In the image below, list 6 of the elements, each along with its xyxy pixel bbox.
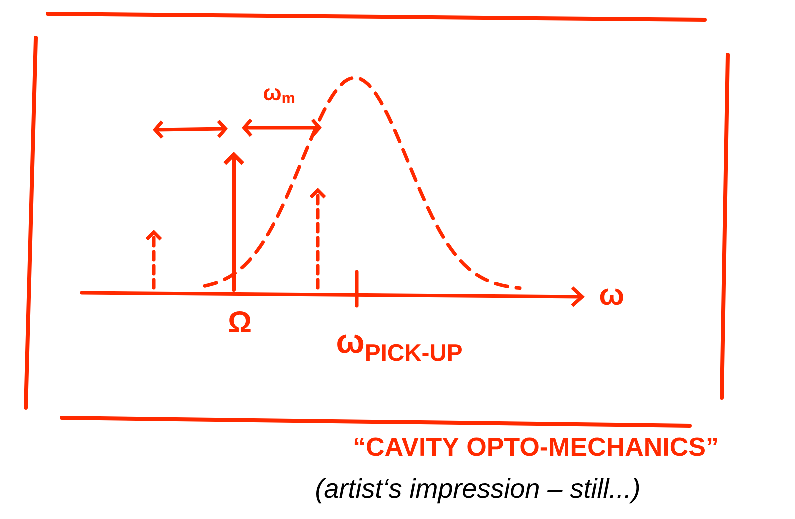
axis-label: Ω [229, 312, 251, 332]
axis-label: ω [600, 288, 624, 306]
width-label: ω$_{m}$ [264, 88, 295, 104]
axis-label: ω$_{PICK-UP}$ [338, 334, 462, 362]
title-text: “CAVITY OPTO-MECHANICS” [354, 438, 718, 456]
caption-text: (artist‘s impression – still...) [316, 478, 640, 504]
